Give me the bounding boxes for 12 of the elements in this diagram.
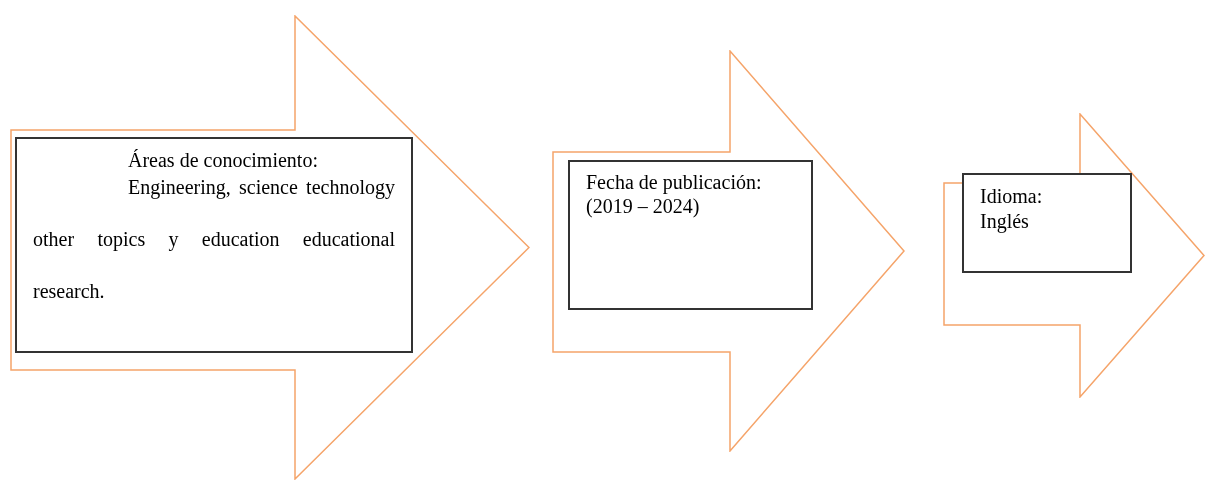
- arrow-shape: [10, 15, 530, 480]
- arrow-shape: [943, 113, 1205, 398]
- heading-text: Idioma:: [980, 184, 1044, 209]
- text-box: [15, 137, 413, 353]
- heading-text: Fecha de publicación:: [586, 170, 763, 194]
- body-text: Engineering, science technology other topics y education educational research.: [33, 175, 395, 304]
- body-text: Inglés: [980, 209, 1030, 233]
- body-text: (2019 – 2024): [586, 194, 701, 218]
- arrow-shape: [552, 50, 905, 452]
- text-box: [962, 173, 1132, 273]
- heading-text: Áreas de conocimiento:: [127, 148, 319, 173]
- text-box: [568, 160, 813, 310]
